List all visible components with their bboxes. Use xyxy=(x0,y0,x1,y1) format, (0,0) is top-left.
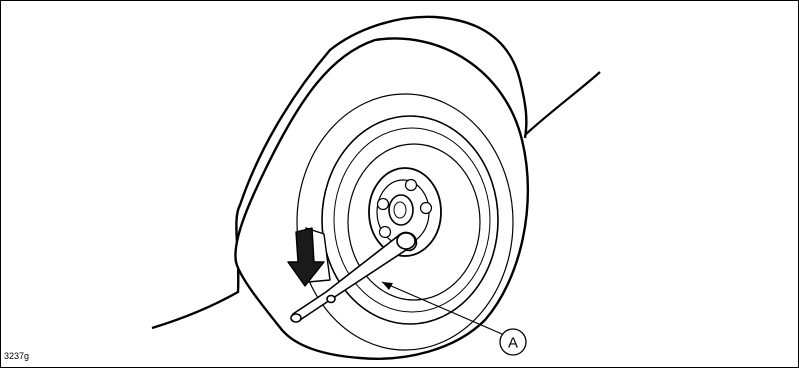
figure-code: 3237g xyxy=(4,351,29,361)
brace-pivot xyxy=(327,296,335,303)
wheel-nut xyxy=(378,199,389,210)
body-line-rear xyxy=(525,72,600,135)
wheel-nut xyxy=(421,203,432,214)
wheel-nut xyxy=(380,227,391,238)
callout-label-a: A xyxy=(508,335,518,352)
wheel-nut xyxy=(406,180,417,191)
hub-center xyxy=(389,195,413,225)
